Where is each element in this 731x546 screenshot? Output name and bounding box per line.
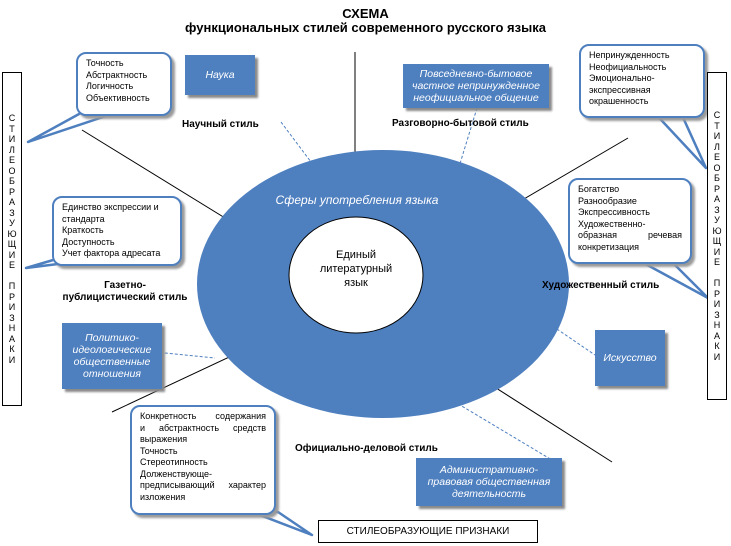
vertical-letter: С [8,113,16,123]
vertical-letter: Р [8,186,15,197]
vertical-letter: А [713,330,720,341]
vertical-letter: А [713,194,720,204]
vertical-letter: Р [713,288,720,299]
vertical-letter: И [713,351,721,362]
vertical-letter: И [8,302,16,312]
vertical-letter: И [713,246,721,257]
vertical-letter: П [713,278,721,288]
style-label-colloquial: Разговорно-бытовой стиль [392,118,529,129]
diagram-title: СХЕМА [342,6,389,21]
vertical-letter: Е [8,260,15,270]
features-callout-official: Конкретность содержания и абстрактность … [130,405,276,515]
dashed-connector-political [134,349,216,359]
vertical-letter: Н [713,320,721,330]
dashed-connector-science [280,121,327,183]
vertical-letter: Т [714,120,720,131]
vertical-letter: У [9,218,15,228]
vertical-letter: Т [9,123,15,134]
vertical-letter: А [8,197,15,207]
style-features-bottom-label: СТИЛЕОБРАЗУЮЩИЕ ПРИЗНАКИ [318,520,538,543]
features-callout-journalistic: Единство экспрессии и стандарта Краткост… [52,196,182,266]
style-label-journalistic: Газетно- публицистический стиль [62,280,188,303]
vertical-letter: Р [8,291,15,302]
vertical-letter: Ю [712,225,722,236]
vertical-letter: Б [714,173,720,183]
vertical-letter: З [9,312,15,323]
vertical-letter: К [714,341,720,351]
vertical-letter: З [714,204,720,215]
vertical-letter: Ю [7,228,17,239]
features-callout-artistic: Богатство Разнообразие Экспрессивность Х… [568,178,692,264]
vertical-letter: Е [713,257,720,267]
vertical-letter: Е [713,152,720,162]
vertical-letter: П [8,281,16,291]
style-label-official: Официально-деловой стиль [295,443,438,454]
vertical-letter: Щ [712,236,722,246]
callout-pointer-official [250,510,314,537]
vertical-letter: Б [9,176,15,186]
usage-spheres-label: Сферы употребления языка [275,193,439,207]
vertical-letter: К [9,344,15,354]
vertical-letter: Л [9,144,15,155]
literary-language-core [288,216,424,334]
literary-language-label: Единый литературный язык [319,249,393,289]
features-callout-colloquial: Непринужденность Неофициальность Эмоцион… [579,44,705,118]
vertical-letter: И [8,354,16,365]
vertical-letter: У [714,215,720,225]
vertical-letter [11,271,14,282]
sphere-science-box: Наука [185,55,255,95]
vertical-letter: Е [8,155,15,165]
vertical-letter: Л [714,141,720,152]
vertical-letter: И [713,131,721,141]
dashed-connector-administrative [444,395,563,467]
dashed-connector-art [531,311,596,356]
style-label-artistic: Художественный стиль [542,280,660,291]
vertical-letter: Р [713,183,720,194]
vertical-letter: З [9,207,15,218]
vertical-letter: Щ [7,239,17,249]
style-label-scientific: Научный стиль [182,119,259,130]
vertical-letter: О [713,162,721,173]
dashed-connector-everyday [454,107,478,181]
vertical-letter: С [713,110,721,120]
vertical-letter: А [8,333,15,344]
diagram-subtitle: функциональных стилей современного русск… [185,20,546,35]
vertical-letter: И [8,134,16,144]
vertical-letter: И [713,299,721,309]
vertical-letter [716,268,719,279]
vertical-letter: Н [8,323,16,333]
sphere-art-box: Искусство [595,330,665,386]
vertical-letter: О [8,165,16,176]
features-callout-scientific: Точность Абстрактность Логичность Объект… [76,52,172,116]
vertical-letter: З [714,309,720,320]
vertical-letter: И [8,249,16,260]
